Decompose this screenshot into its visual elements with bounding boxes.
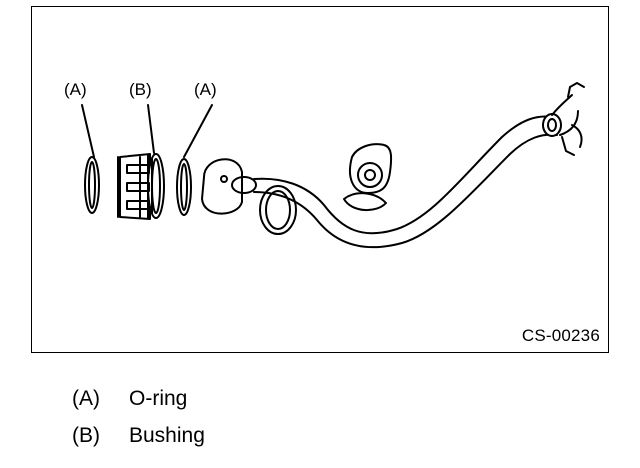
figure-frame: (A) (B) (A) CS-00236 (31, 6, 609, 353)
callout-bushing: (B) (129, 80, 152, 99)
legend-key: (A) (72, 387, 100, 410)
o-ring-left (84, 156, 100, 214)
figure-code: CS-00236 (521, 326, 600, 345)
bushing (117, 153, 165, 220)
legend: (A) O-ring (B) Bushing (72, 380, 205, 454)
callout-o-ring-right: (A) (194, 80, 217, 99)
legend-label: O-ring (129, 387, 188, 410)
leader-line-bushing (147, 104, 155, 154)
legend-key: (B) (72, 424, 100, 447)
legend-item-o-ring: (A) O-ring (72, 380, 205, 417)
legend-item-bushing: (B) Bushing (72, 417, 205, 454)
shift-lever-rod (253, 82, 585, 249)
leader-line-o-ring-right (183, 104, 213, 158)
o-ring-right (176, 158, 192, 216)
clip-ring (259, 185, 297, 235)
bushing-assembly-illustration: (A) (B) (A) (64, 80, 585, 249)
legend-label: Bushing (129, 424, 205, 447)
lever-ball (201, 158, 257, 215)
leader-line-o-ring-left (81, 104, 95, 158)
callout-o-ring-left: (A) (64, 80, 87, 99)
damper-block (343, 143, 393, 211)
